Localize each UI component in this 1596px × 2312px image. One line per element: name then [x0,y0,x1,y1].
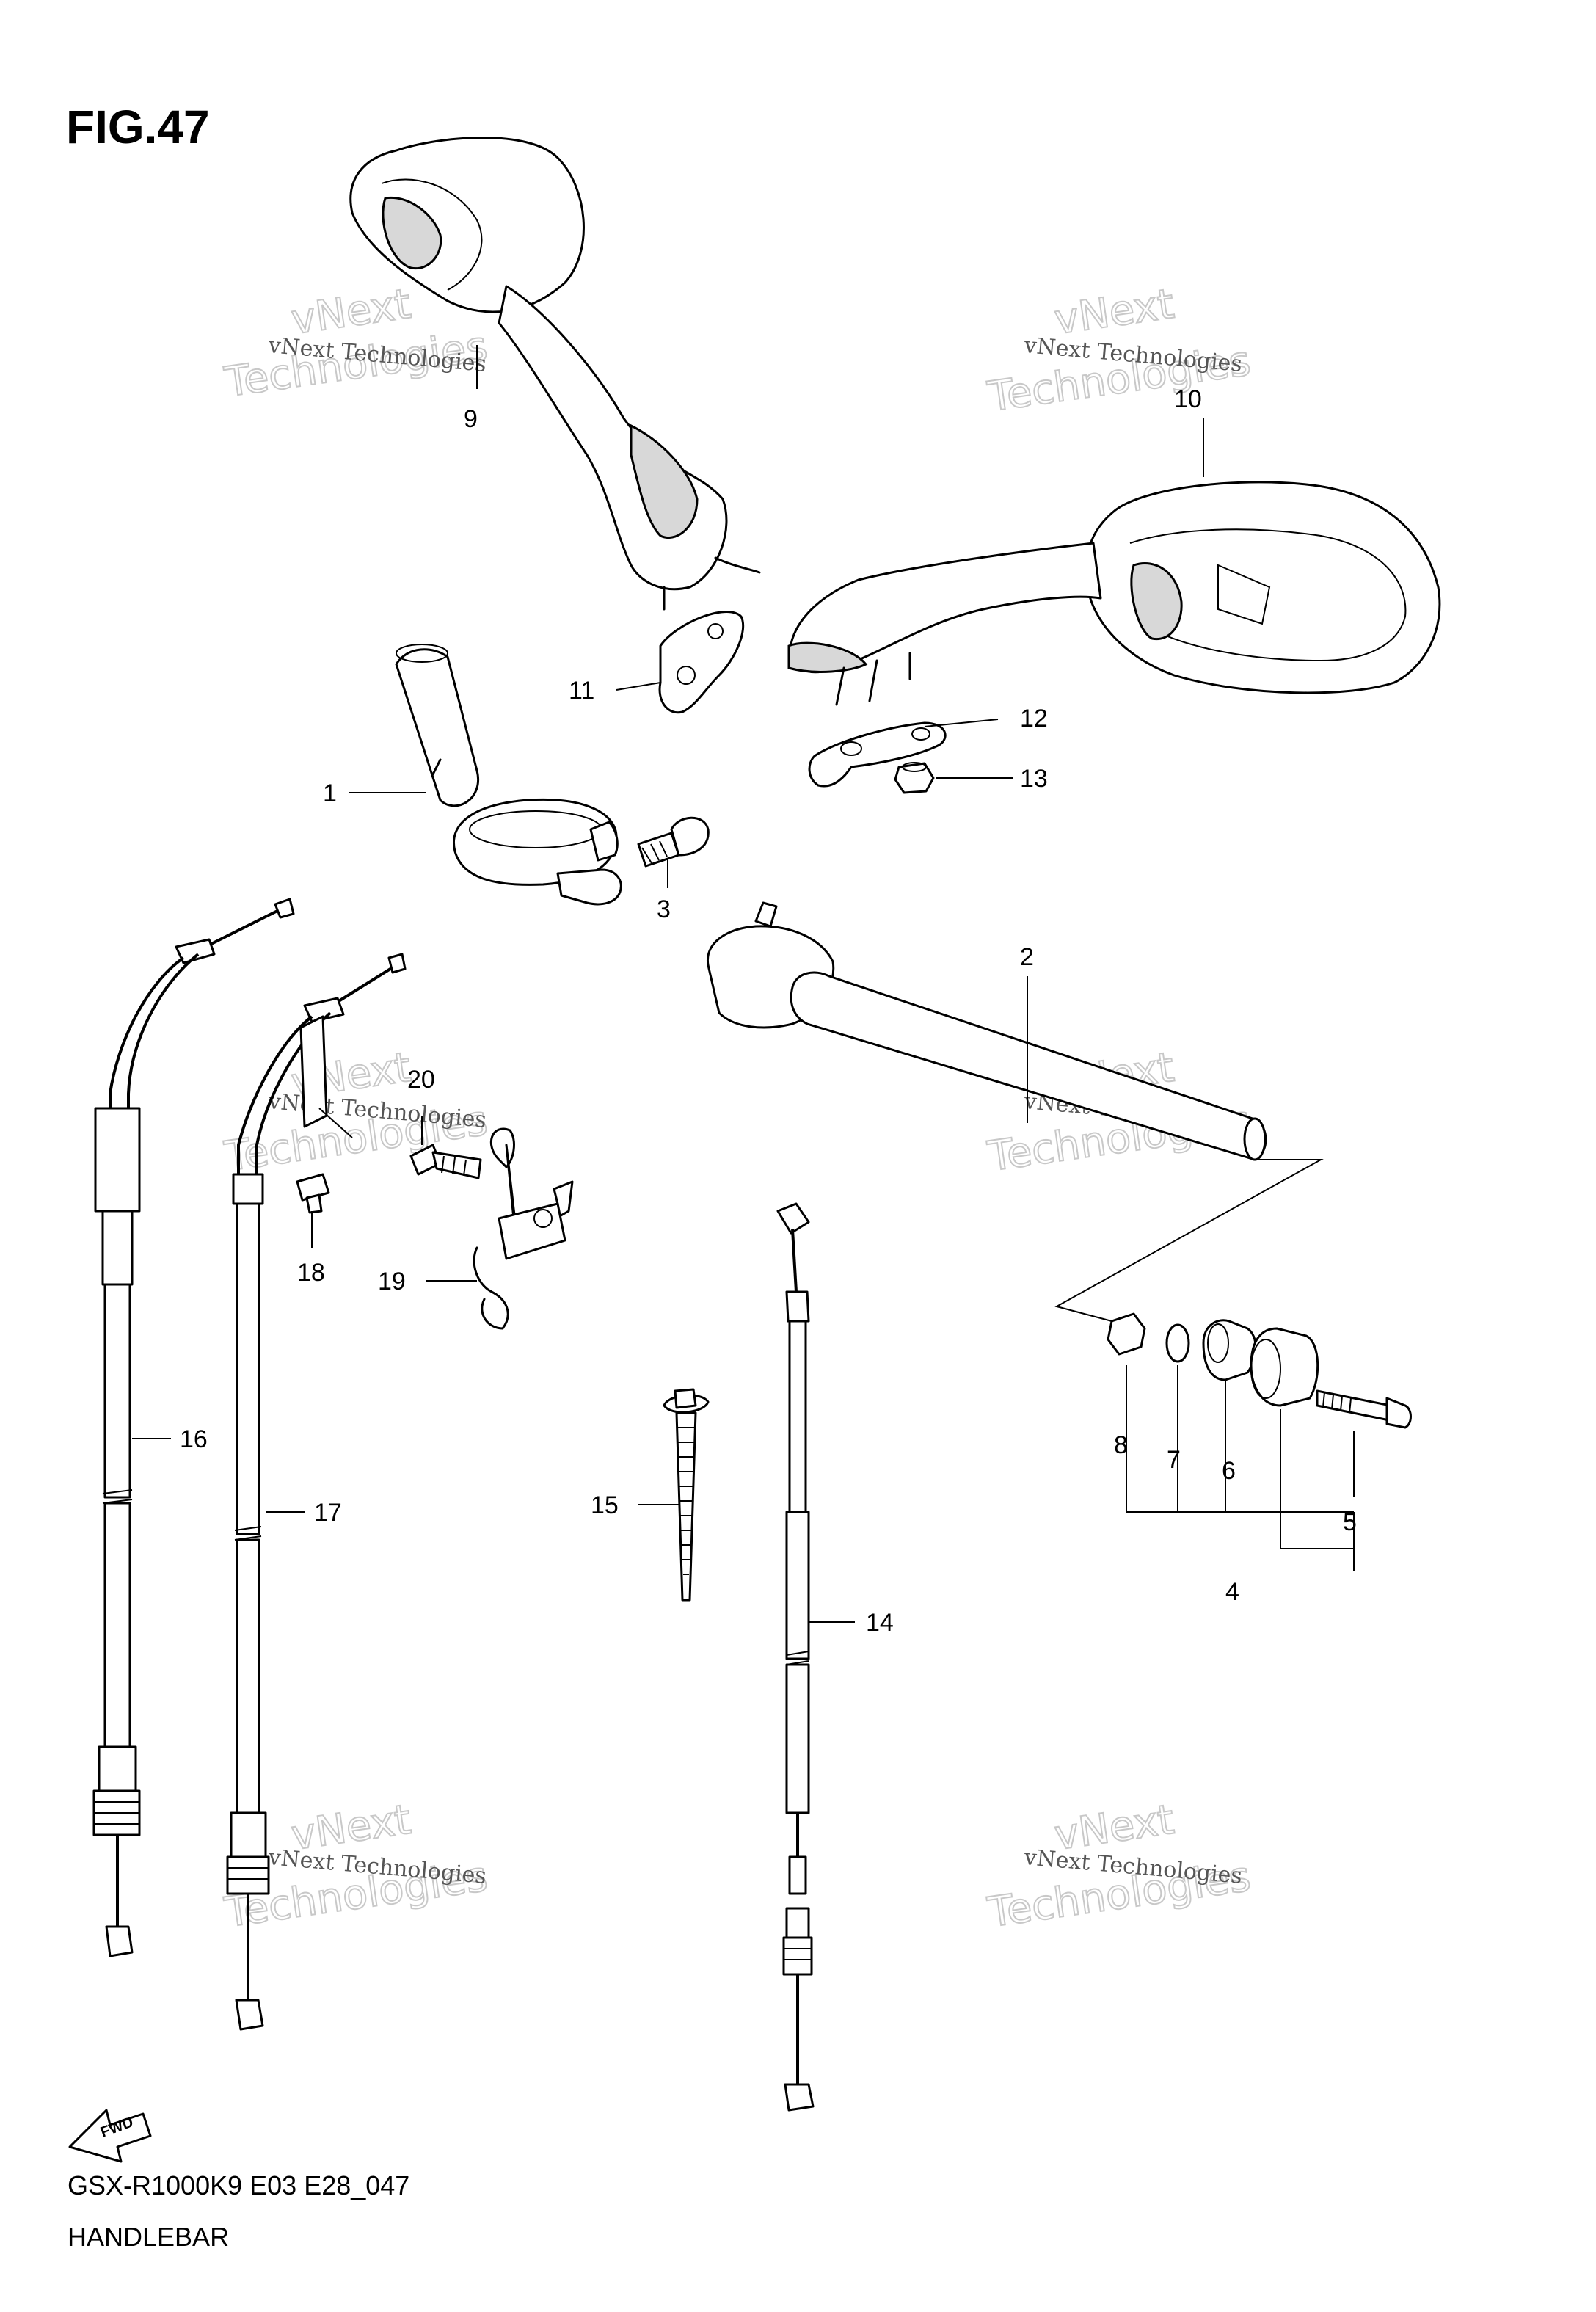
callout-4: 4 [1225,1578,1239,1606]
part-2-handlebar-left [706,901,1267,1161]
part-5-screw [1316,1389,1412,1429]
model-code-caption: GSX-R1000K9 E03 E28_047 [68,2170,409,2200]
callout-labels: 1 2 3 4 5 6 7 8 9 10 11 12 13 14 15 16 1… [180,385,1357,1637]
part-15-cable-tie [663,1388,710,1602]
callout-2: 2 [1020,943,1034,971]
callout-11: 11 [569,677,594,705]
callout-19: 19 [378,1268,406,1295]
part-1-handlebar-right [395,644,622,906]
watermark-top-right: Technologies vNext vNext Technologies [984,280,1254,422]
watermark-brand-small: vNext [1052,280,1177,344]
figure-title: FIG.47 [66,101,210,153]
part-6-collar [1202,1319,1257,1381]
part-14-clutch-cable [776,1202,815,2112]
bar-end-leader [1054,1159,1324,1322]
callout-5: 5 [1343,1508,1357,1536]
part-12-right-bracket [808,721,947,788]
fwd-arrow-icon: FWD [68,2109,152,2163]
part-10-right-mirror [787,481,1441,706]
callout-10: 10 [1174,385,1202,413]
part-5-weight [1250,1327,1319,1407]
section-caption: HANDLEBAR [68,2222,229,2252]
part-16-throttle-cable [92,898,295,1957]
callout-6: 6 [1222,1457,1236,1485]
callout-3: 3 [657,895,671,923]
part-19-clamp [473,1127,574,1330]
part-20-cable-bracket [299,1015,353,1138]
part-13-nut [894,762,935,794]
part-20-bolt [409,1144,482,1179]
part-3-bolt [637,816,710,868]
callout-8: 8 [1114,1431,1128,1459]
callout-12: 12 [1020,705,1048,733]
callout-14: 14 [866,1609,894,1637]
part-4-group-bracket [1126,1365,1355,1571]
callout-7: 7 [1167,1446,1181,1474]
part-8-nut [1107,1312,1146,1356]
callout-18: 18 [297,1259,325,1287]
part-7-washer [1165,1323,1190,1363]
callout-16: 16 [180,1425,208,1453]
callout-20: 20 [407,1066,435,1094]
callout-17: 17 [314,1499,342,1527]
part-9-left-mirror [349,137,761,611]
callout-9: 9 [464,405,478,433]
watermark-bottom-right: Technologies vNext vNext Technologies [984,1795,1254,1938]
part-18-screw [296,1173,330,1214]
callout-1: 1 [323,779,337,807]
part-11-left-bracket [658,611,745,714]
leader-lines [132,345,1204,1623]
callout-13: 13 [1020,765,1048,793]
part-17-return-cable [226,953,407,2031]
callout-15: 15 [591,1491,619,1519]
